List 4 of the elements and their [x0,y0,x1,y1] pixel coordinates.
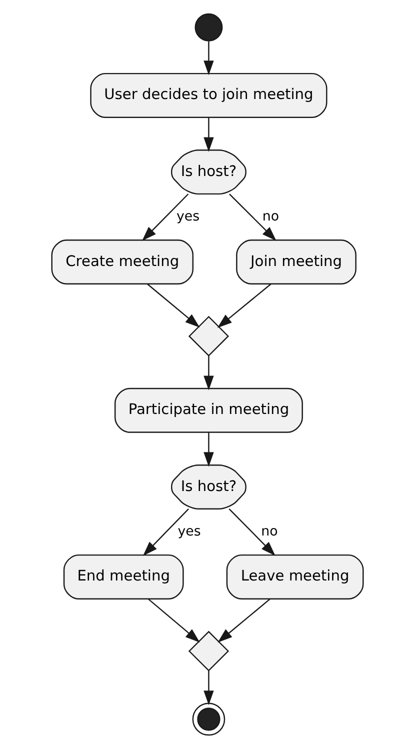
edge-label: yes [176,209,200,224]
edge-label: yes [177,524,200,540]
edge-label: no [260,524,278,540]
edge-label: no [262,209,279,224]
